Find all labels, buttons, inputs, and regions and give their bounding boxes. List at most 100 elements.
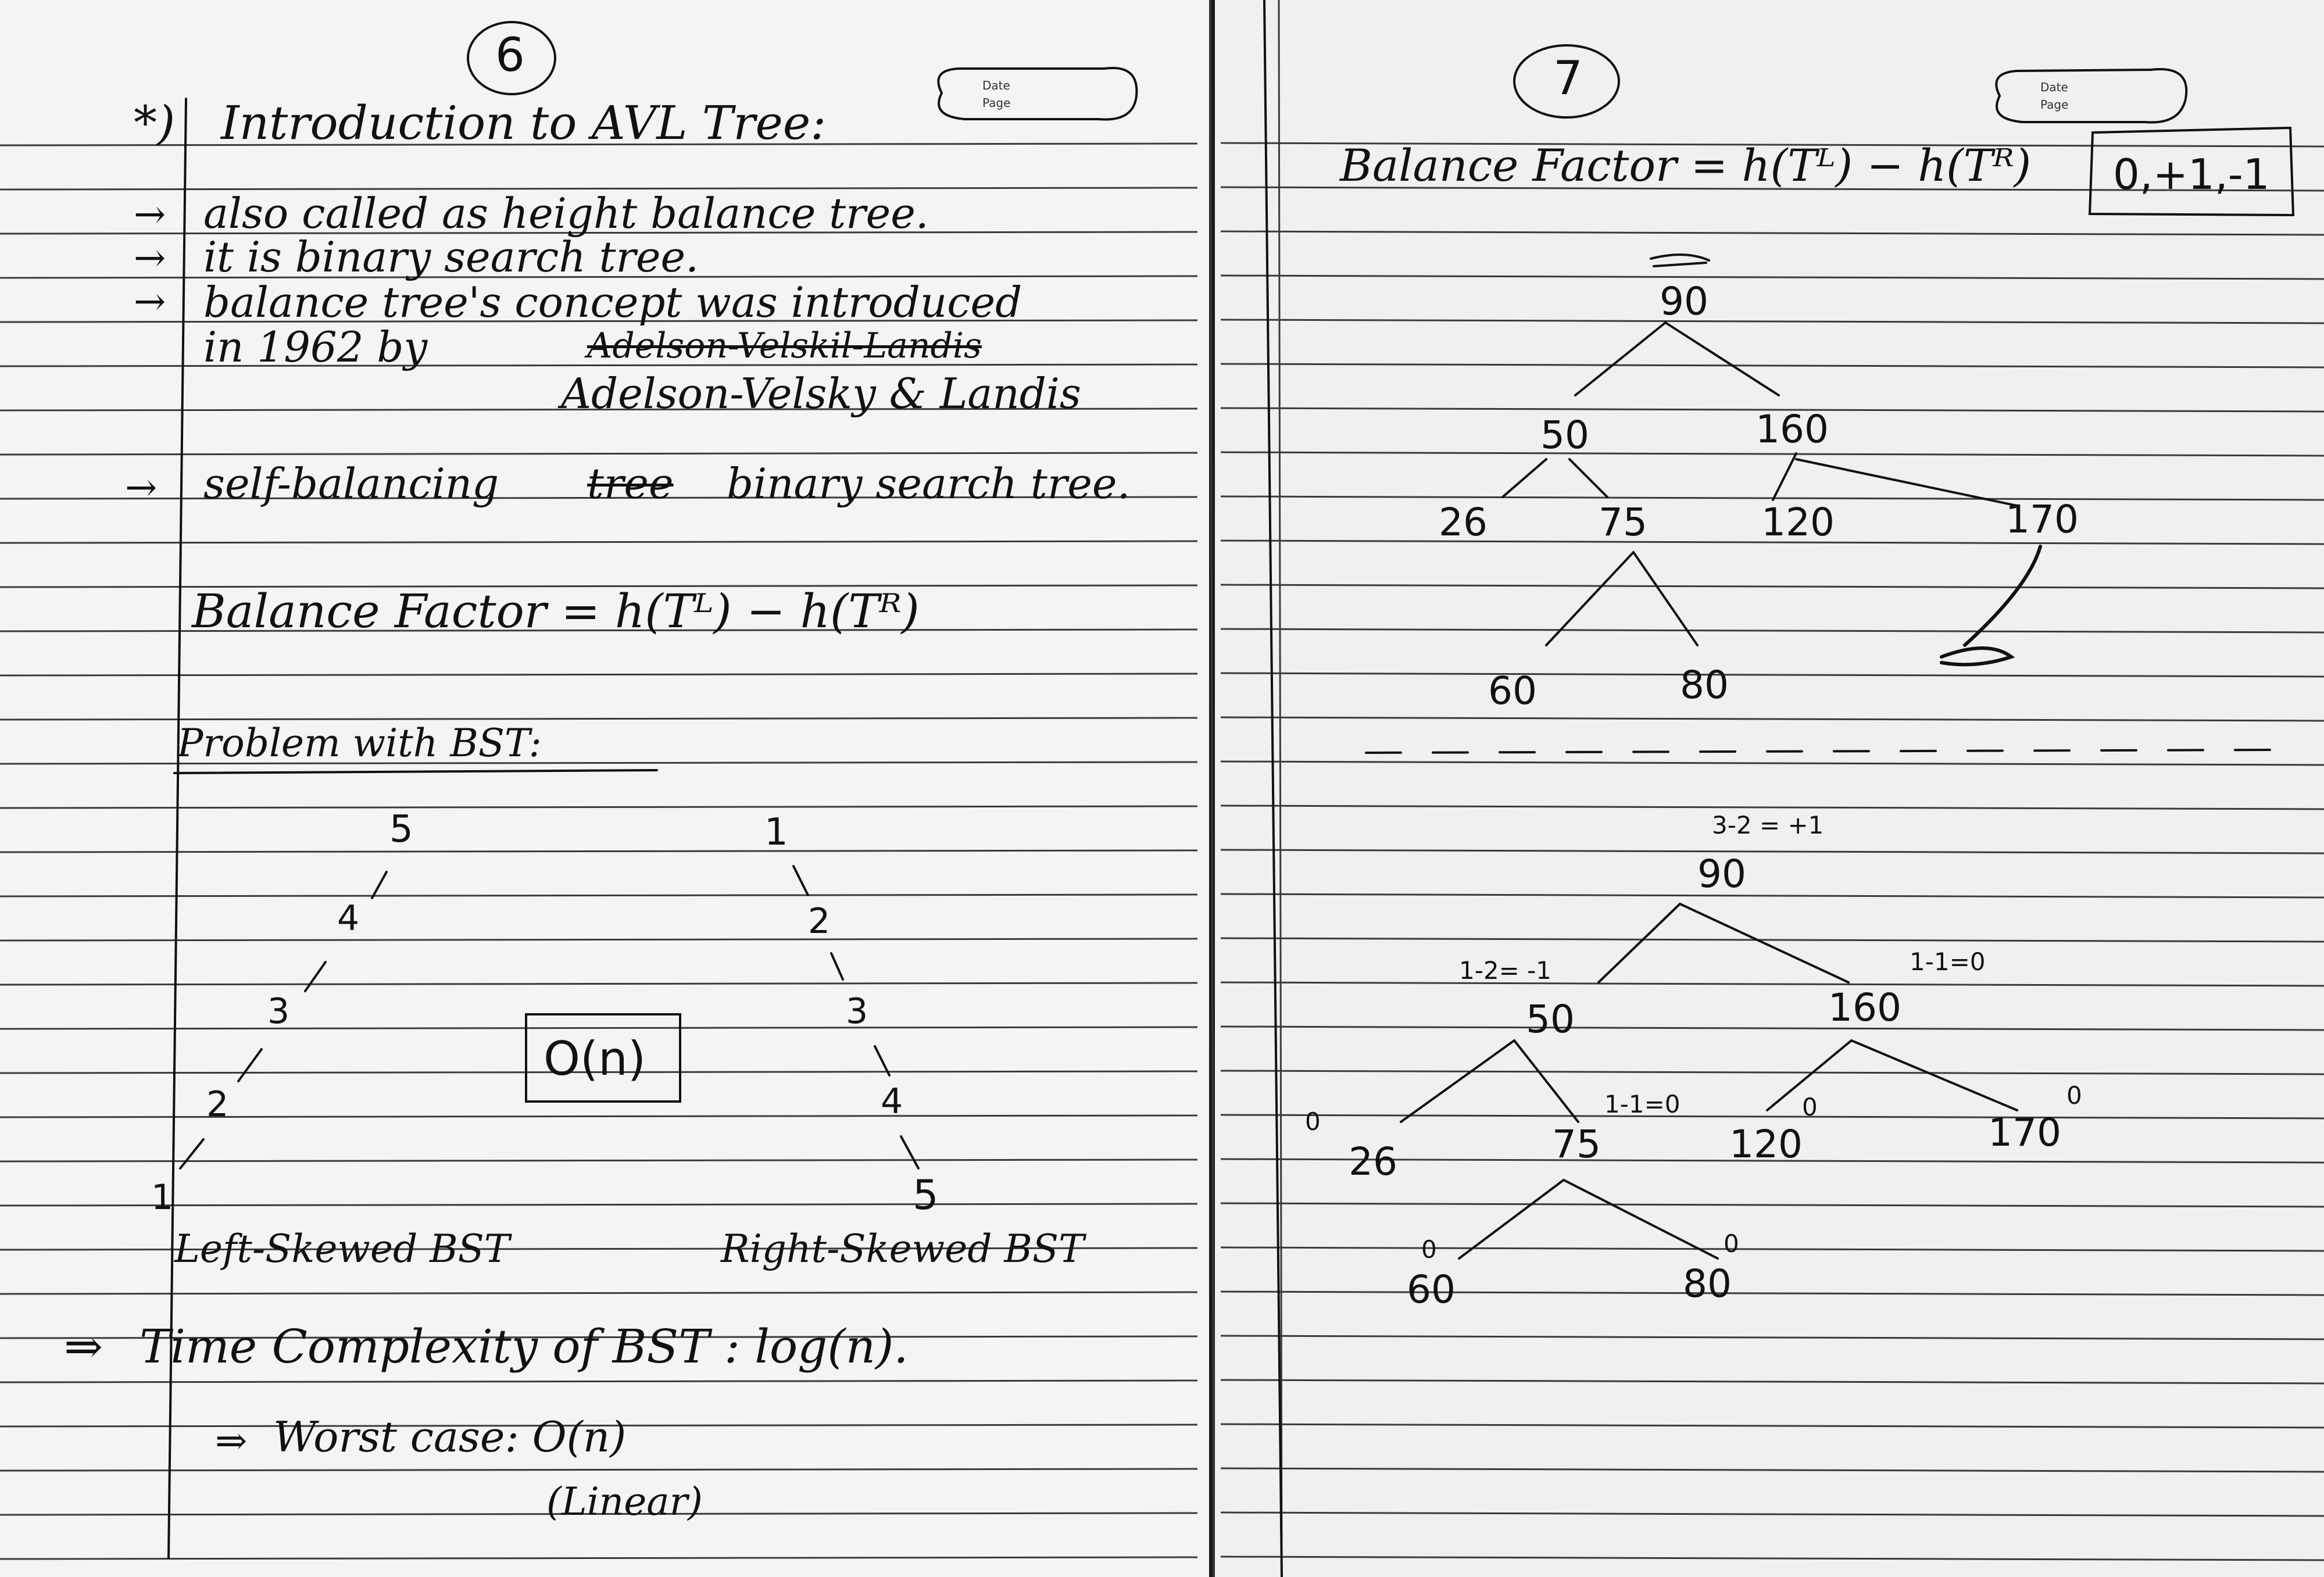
page-number-left: 6: [495, 28, 525, 82]
tree2-node-170: 170: [1988, 1110, 2061, 1155]
linear-note: (Linear): [546, 1479, 703, 1524]
big-o-box: [525, 1013, 681, 1103]
tree1-node-80: 80: [1680, 663, 1729, 707]
rule-line-right: [1220, 230, 2324, 236]
tree2-bf-80: 0: [1724, 1229, 1739, 1258]
right-tree-node-3: 3: [846, 991, 868, 1032]
stamp-scroll-right: [1995, 68, 2188, 124]
left-margin-line: [167, 98, 187, 1559]
tree2-node-60: 60: [1407, 1267, 1456, 1312]
right-tree-node-5: 5: [913, 1171, 939, 1219]
rule-line-left: [0, 1114, 1198, 1118]
rule-line-right: [1220, 142, 2324, 148]
date-label: Date: [2040, 80, 2068, 94]
tree1-node-50: 50: [1540, 413, 1589, 457]
dashed-separator: [1365, 749, 2280, 754]
rule-line-left: [0, 1026, 1198, 1030]
left-tree-node-2: 2: [206, 1084, 229, 1125]
rule-line-right: [1220, 981, 2324, 987]
tree1-node-75: 75: [1599, 500, 1647, 545]
title-marker: *): [134, 96, 176, 150]
rule-line-left: [0, 363, 1198, 367]
page-number-circle-right: [1513, 44, 1620, 119]
rule-line-left: [0, 407, 1198, 412]
tree2-node-26: 26: [1349, 1139, 1397, 1184]
rule-line-right: [1220, 186, 2324, 192]
left-page: [0, 0, 1209, 1577]
tree1-node-170: 170: [2005, 497, 2079, 542]
self-balancing-struck: tree: [587, 459, 674, 508]
rule-line-left: [0, 717, 1198, 721]
right-skewed-edges: [792, 865, 920, 1170]
bullet-arrow-1: →: [134, 192, 166, 237]
bullet-3-cont: in 1962 by: [203, 323, 428, 371]
rule-line-left: [0, 319, 1198, 323]
rule-line-left: [0, 1424, 1198, 1428]
bullet-1: also called as height balance tree.: [203, 189, 929, 238]
bullet-arrow-4: →: [125, 465, 158, 510]
rule-line-right: [1220, 1114, 2324, 1120]
rule-line-right: [1220, 1158, 2324, 1164]
rule-line-right: [1220, 893, 2324, 899]
left-tree-node-5: 5: [389, 808, 413, 851]
right-tree-node-2: 2: [808, 901, 831, 942]
rule-line-right: [1220, 1290, 2324, 1296]
rule-line-right: [1220, 937, 2324, 943]
rule-line-left: [0, 805, 1198, 809]
tree2-bf-120: 0: [1802, 1093, 1818, 1121]
rule-line-left: [0, 761, 1198, 765]
bullet-3: balance tree's concept was introduced: [203, 278, 1022, 327]
page-number-circle-left: [467, 21, 556, 95]
page-label: Page: [2040, 98, 2069, 112]
rule-line-left: [0, 275, 1198, 279]
rule-line-right: [1220, 1379, 2324, 1385]
tree2-node-50: 50: [1526, 997, 1575, 1042]
bullet-2: it is binary search tree.: [203, 233, 699, 281]
date-stamp-right: Date Page: [1988, 64, 2209, 128]
tree2-bf-60: 0: [1421, 1235, 1437, 1264]
tree2-bf-160: 1-1=0: [1910, 947, 1986, 976]
rule-line-left: [0, 540, 1198, 544]
worst-case: Worst case: O(n): [273, 1412, 627, 1461]
right-page: [1215, 0, 2324, 1577]
balance-formula-right: Balance Factor = h(Tᴸ) − h(Tᴿ): [1340, 140, 2032, 191]
date-stamp-left: Date Page: [930, 61, 1151, 125]
rule-line-right: [1220, 716, 2324, 722]
tree1-node-160: 160: [1755, 407, 1829, 452]
rule-line-left: [0, 1468, 1198, 1472]
rule-line-right: [1220, 319, 2324, 324]
rule-line-left: [0, 231, 1198, 235]
rule-line-left: [0, 938, 1198, 942]
self-balancing-post: binary search tree.: [727, 459, 1131, 508]
right-skewed-caption: Right-Skewed BST: [721, 1226, 1085, 1271]
left-skewed-caption: Left-Skewed BST: [174, 1226, 510, 1271]
rule-line-left: [0, 893, 1198, 897]
crossed-out-mark: [1650, 253, 1710, 267]
rule-line-right: [1220, 1555, 2324, 1561]
tree1-node-26: 26: [1439, 500, 1488, 545]
self-balancing-pre: self-balancing: [203, 459, 499, 508]
problem-heading-underline: [173, 769, 658, 774]
rule-line-left: [0, 452, 1198, 456]
rule-line-right: [1220, 584, 2324, 589]
right-margin-line: [1263, 0, 1283, 1577]
rule-line-left: [0, 1379, 1198, 1383]
date-label: Date: [982, 78, 1010, 92]
rule-line-right: [1220, 1511, 2324, 1517]
rule-line-right: [1220, 849, 2324, 854]
tree1-edges: [1501, 321, 2018, 646]
rule-line-right: [1220, 451, 2324, 457]
rule-line-left: [0, 496, 1198, 500]
page-number-right: 7: [1553, 51, 1583, 105]
right-tree-node-1: 1: [764, 811, 788, 854]
big-o-label: O(n): [544, 1032, 646, 1086]
tree2-bf-75: 1-1=0: [1604, 1090, 1681, 1118]
rule-line-right: [1220, 760, 2324, 766]
balance-formula-left: Balance Factor = h(Tᴸ) − h(Tᴿ): [192, 584, 920, 638]
rule-line-left: [0, 1203, 1198, 1207]
range-box-label: 0,+1,-1: [2113, 150, 2270, 199]
tree2-bf-50: 1-2= -1: [1459, 956, 1552, 985]
